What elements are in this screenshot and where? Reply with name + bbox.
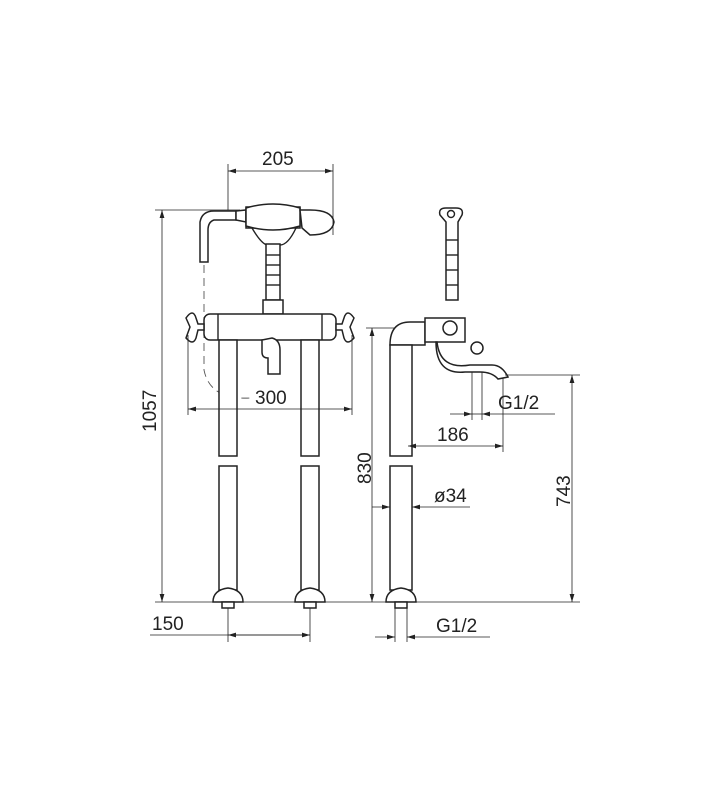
front-view [185, 203, 355, 609]
dim-150: 150 [152, 614, 184, 635]
dimension-labels: 205 1057 300 150 830 186 G1/2 ø34 743 G1… [140, 149, 575, 637]
left-cross-handle [185, 312, 205, 343]
dim-186: 186 [437, 425, 469, 446]
dimension-lines [150, 164, 580, 642]
hose-path [203, 265, 251, 399]
front-pipes [212, 339, 326, 609]
shower-riser [262, 243, 284, 315]
dim-830: 830 [355, 452, 376, 484]
dim-300: 300 [255, 388, 287, 409]
dim-g12-spout: G1/2 [498, 393, 539, 414]
right-cross-handle [335, 312, 355, 343]
dim-diameter-34: ø34 [434, 486, 467, 507]
dim-205: 205 [262, 149, 294, 170]
dim-g12-inlet: G1/2 [436, 616, 477, 637]
side-view [385, 207, 510, 609]
mixer-body [185, 312, 355, 375]
dim-743: 743 [554, 475, 575, 507]
dim-1057: 1057 [140, 390, 161, 432]
spout [435, 341, 510, 380]
